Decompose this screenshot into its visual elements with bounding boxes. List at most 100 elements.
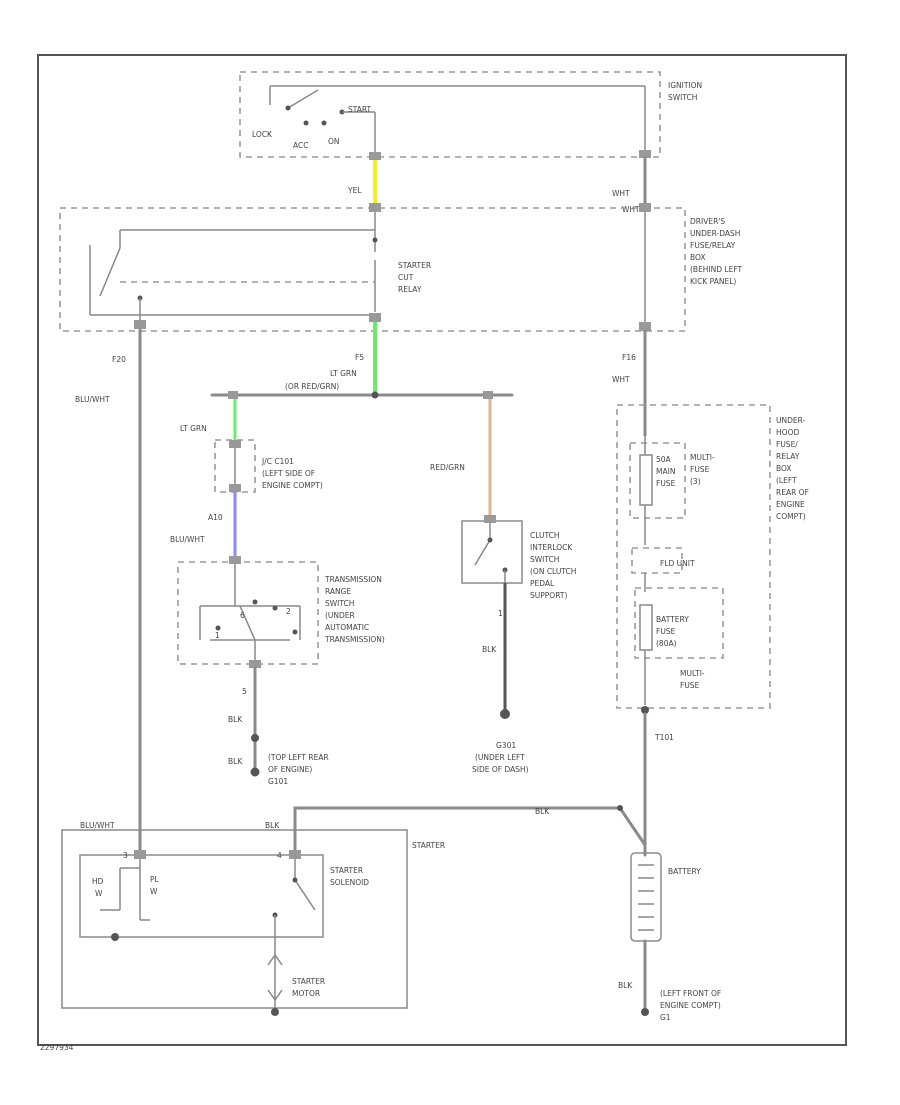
- g301-label-1: G301: [496, 741, 516, 750]
- connector: [369, 152, 381, 160]
- ignition-switch-label-2: SWITCH: [668, 93, 697, 102]
- fuse-50a-label-2: MAIN: [656, 467, 675, 476]
- multi-fuse-label-2: FUSE: [690, 465, 710, 474]
- trans-switch-label-4: (UNDER: [325, 611, 355, 620]
- pl-w-label-2: W: [150, 887, 158, 896]
- jc-c101-label-1: J/C C101: [261, 457, 294, 466]
- under-hood-label-6: (LEFT: [776, 476, 797, 485]
- outer-frame: [37, 54, 847, 1046]
- g301-label-3: SIDE OF DASH): [472, 765, 529, 774]
- clutch-label-3: SWITCH: [530, 555, 559, 564]
- starter-solenoid-label-1: STARTER: [330, 866, 363, 875]
- fuse-50a-label-1: 50A: [656, 455, 672, 464]
- splice-node: [251, 734, 259, 742]
- splice-node: [371, 391, 379, 399]
- blk-label-g101: BLK: [228, 757, 243, 766]
- battery-fuse-label-3: (80A): [656, 639, 677, 648]
- f5-label: F5: [355, 353, 364, 362]
- ignition-switch-label-1: IGNITION: [668, 81, 702, 90]
- hd-w-label-1: HD: [92, 877, 104, 886]
- g1-label-1: (LEFT FRONT OF: [660, 989, 721, 998]
- blk-battery-wire-label: BLK: [535, 807, 550, 816]
- pin-2: 2: [286, 607, 291, 616]
- ground-g101: [250, 767, 260, 777]
- battery-label: BATTERY: [668, 867, 701, 876]
- clutch-label-5: PEDAL: [530, 579, 555, 588]
- under-hood-label-1: UNDER-: [776, 416, 806, 425]
- g101-label-2: OF ENGINE): [268, 765, 312, 774]
- g101-label-1: (TOP LEFT REAR: [268, 753, 329, 762]
- drivers-fuse-relay-box: STARTER CUT RELAY DRIVER'S UNDER-DASH FU…: [59, 203, 743, 332]
- wht-label-top: WHT: [612, 189, 630, 198]
- connector: [639, 150, 651, 158]
- hd-w-label-2: W: [95, 889, 103, 898]
- under-hood-label-7: REAR OF: [776, 488, 809, 497]
- pl-w-label-1: PL: [150, 875, 160, 884]
- clutch-label-1: CLUTCH: [530, 531, 560, 540]
- blk-wht-starter-label: BLU/WHT: [80, 821, 115, 830]
- pin-1-clutch: 1: [498, 609, 503, 618]
- under-hood-fuse-relay-box: 50A MAIN FUSE MULTI- FUSE (3) FLD UNIT B…: [616, 404, 809, 709]
- trans-switch-label-3: SWITCH: [325, 599, 354, 608]
- battery: BATTERY: [630, 852, 701, 942]
- blk-starter-top-label: BLK: [265, 821, 280, 830]
- g1-label-3: G1: [660, 1013, 671, 1022]
- diagram-id: 2297934: [40, 1043, 74, 1052]
- trans-switch-label-5: AUTOMATIC: [325, 623, 369, 632]
- fld-unit-label: FLD UNIT: [660, 559, 695, 568]
- acc-label: ACC: [293, 141, 308, 150]
- lt-grn-label-2: LT GRN: [180, 424, 207, 433]
- pin-3: 3: [123, 851, 128, 860]
- pin-6: 6: [240, 611, 245, 620]
- wht-label-right: WHT: [612, 375, 630, 384]
- f16-label: F16: [622, 353, 636, 362]
- on-label: ON: [328, 137, 340, 146]
- g301-label-2: (UNDER LEFT: [475, 753, 525, 762]
- a10-label: A10: [208, 513, 223, 522]
- fuse-box-label-3: FUSE/RELAY: [690, 241, 736, 250]
- lt-grn-label: LT GRN: [330, 369, 357, 378]
- blk-label-trans: BLK: [228, 715, 243, 724]
- fuse-box-label-2: UNDER-DASH: [690, 229, 740, 238]
- starter-motor-ground: [271, 1008, 279, 1016]
- clutch-label-4: (ON CLUTCH: [530, 567, 576, 576]
- under-hood-label-5: BOX: [776, 464, 792, 473]
- fuse-50a-label-3: FUSE: [656, 479, 676, 488]
- starter-label: STARTER: [412, 841, 445, 850]
- blk-wire-starter-battery: [293, 806, 647, 857]
- blu-wht-label-left: BLU/WHT: [75, 395, 110, 404]
- starter-motor-label-2: MOTOR: [292, 989, 320, 998]
- jc-c101: J/C C101 (LEFT SIDE OF ENGINE COMPT): [214, 439, 323, 493]
- starter-cut-relay-2: CUT: [398, 273, 414, 282]
- g101-label-3: G101: [268, 777, 288, 786]
- start-label: START: [348, 105, 372, 114]
- yel-label: YEL: [347, 186, 362, 195]
- under-hood-label-9: COMPT): [776, 512, 806, 521]
- starter-cut-relay-1: STARTER: [398, 261, 431, 270]
- transmission-range-switch: 1 6 2 TRANSMISSION RANGE SWITCH (UNDER A…: [177, 556, 385, 665]
- fuse-box-label-1: DRIVER'S: [690, 217, 725, 226]
- multi-fuse-label-1: MULTI-: [690, 453, 715, 462]
- t101-label: T101: [654, 733, 674, 742]
- ignition-switch: LOCK ACC ON START IGNITION SWITCH: [239, 71, 702, 158]
- multi-fuse-bottom-2: FUSE: [680, 681, 700, 690]
- ground-g301: [500, 709, 510, 719]
- under-hood-label-2: HOOD: [776, 428, 799, 437]
- multi-fuse-bottom-1: MULTI-: [680, 669, 705, 678]
- jc-c101-label-2: (LEFT SIDE OF: [262, 469, 315, 478]
- wht-label-top2: WHT: [622, 205, 640, 214]
- starter: BLU/WHT BLK STARTER 3 4 HD W PL W STARTE…: [61, 821, 445, 1016]
- multi-fuse-label-3: (3): [690, 477, 701, 486]
- trans-switch-label-6: TRANSMISSION): [324, 635, 385, 644]
- or-red-grn-label: (OR RED/GRN): [285, 382, 339, 391]
- blk-battery-label: BLK: [618, 981, 633, 990]
- jc-c101-label-3: ENGINE COMPT): [262, 481, 323, 490]
- trans-switch-label-1: TRANSMISSION: [324, 575, 382, 584]
- pin-4: 4: [277, 851, 282, 860]
- lock-label: LOCK: [252, 130, 273, 139]
- fuse-box-label-6: KICK PANEL): [690, 277, 736, 286]
- trans-switch-label-2: RANGE: [325, 587, 351, 596]
- ground-g1: [641, 1008, 649, 1016]
